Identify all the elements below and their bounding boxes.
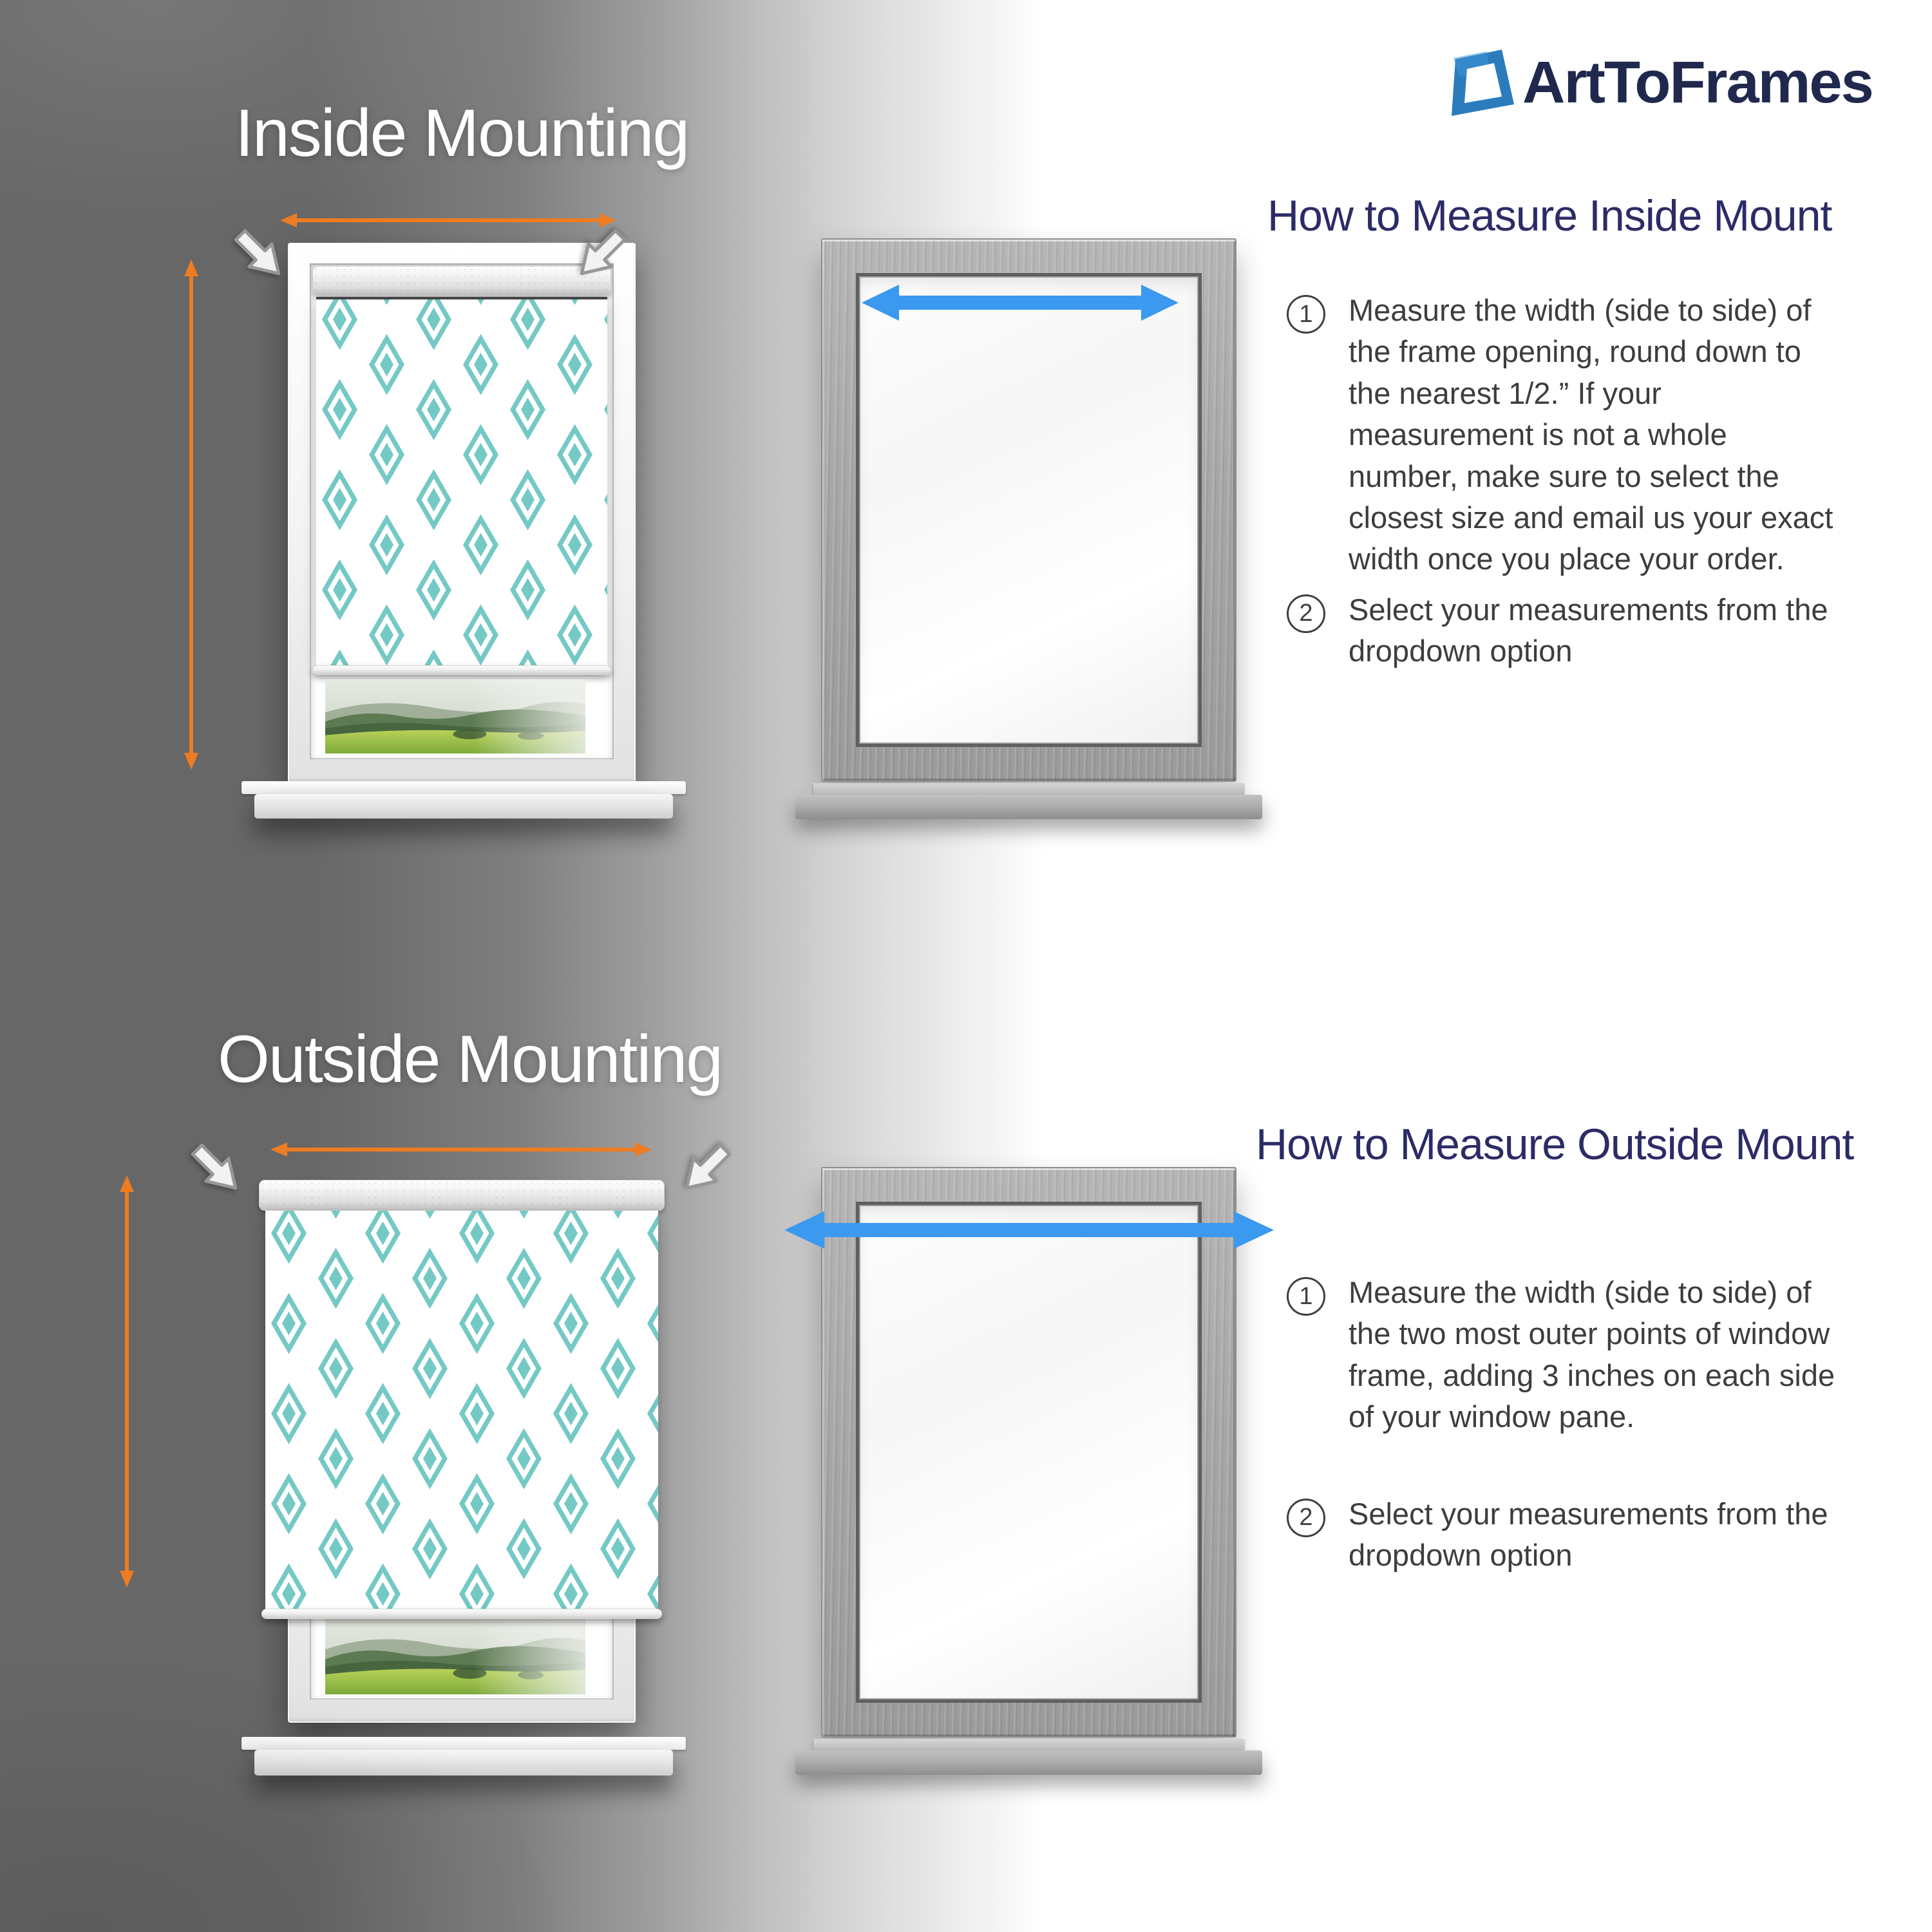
window-pane <box>856 273 1202 747</box>
inside-steps-list: 1 Measure the width (side to side) of th… <box>1287 290 1838 681</box>
window-view-landscape <box>325 1613 585 1694</box>
outside-measure-window-diagram <box>795 1167 1262 1811</box>
step-number-badge: 2 <box>1287 1498 1325 1537</box>
window-sill <box>242 1737 686 1750</box>
step-number-badge: 2 <box>1287 594 1325 633</box>
window-view-landscape <box>325 679 585 753</box>
inside-mounting-title: Inside Mounting <box>235 96 690 171</box>
step-number-badge: 1 <box>1287 295 1325 334</box>
window-sill-base <box>795 1750 1262 1775</box>
step-number-badge: 1 <box>1287 1277 1325 1316</box>
outside-mount-illustration <box>109 1117 747 1806</box>
window-sill <box>242 781 686 794</box>
window-opening <box>310 263 614 759</box>
outside-width-blue-arrow-icon <box>784 1211 1274 1249</box>
brand-logo-text: ArtToFrames <box>1522 50 1874 115</box>
how-to-measure-inside-title: How to Measure Inside Mount <box>1267 191 1832 240</box>
window-pane <box>856 1202 1202 1703</box>
window-sill-base <box>795 795 1262 819</box>
patterned-roller-shade <box>265 1211 658 1609</box>
step-text: Select your measurements from the dropdo… <box>1349 592 1828 668</box>
how-to-measure-outside-title: How to Measure Outside Mount <box>1256 1120 1854 1169</box>
window-sill <box>813 1739 1244 1750</box>
step-item: 1 Measure the width (side to side) of th… <box>1287 290 1838 580</box>
height-measure-arrow-icon <box>184 260 198 770</box>
picture-frame-icon <box>1452 50 1514 116</box>
step-item: 2 Select your measurements from the drop… <box>1287 1493 1838 1577</box>
patterned-roller-shade <box>316 297 607 665</box>
inside-width-blue-arrow-icon <box>862 285 1179 321</box>
roller-tube <box>312 266 611 296</box>
shade-bottom-rail <box>312 665 611 675</box>
shade-bottom-rail <box>261 1609 662 1619</box>
inside-measure-window-diagram <box>795 238 1262 882</box>
step-item: 2 Select your measurements from the drop… <box>1287 589 1838 672</box>
roller-tube <box>259 1180 665 1211</box>
mount-pointer-arrow-right-icon <box>669 1132 742 1205</box>
window-sill <box>813 783 1244 795</box>
ikat-pattern <box>265 1211 658 1609</box>
step-text: Measure the width (side to side) of the … <box>1349 1275 1835 1434</box>
outside-mounting-title: Outside Mounting <box>218 1022 723 1097</box>
width-measure-arrow-icon <box>270 1142 652 1157</box>
gray-window-frame <box>821 238 1236 782</box>
window-sill-base <box>254 1750 673 1776</box>
inside-mount-illustration <box>164 203 699 847</box>
step-item: 1 Measure the width (side to side) of th… <box>1287 1272 1838 1438</box>
white-window-frame <box>288 243 636 782</box>
gray-window-frame <box>821 1167 1236 1738</box>
height-measure-arrow-icon <box>120 1175 134 1587</box>
width-measure-arrow-icon <box>280 213 616 227</box>
step-text: Select your measurements from the dropdo… <box>1349 1496 1828 1572</box>
ikat-pattern <box>316 297 607 665</box>
mount-pointer-arrow-left-icon <box>180 1132 252 1205</box>
outside-steps-list: 1 Measure the width (side to side) of th… <box>1287 1272 1838 1585</box>
brand-logo: ArtToFrames <box>1448 45 1874 120</box>
step-text: Measure the width (side to side) of the … <box>1349 293 1833 576</box>
window-sill-base <box>254 794 673 819</box>
